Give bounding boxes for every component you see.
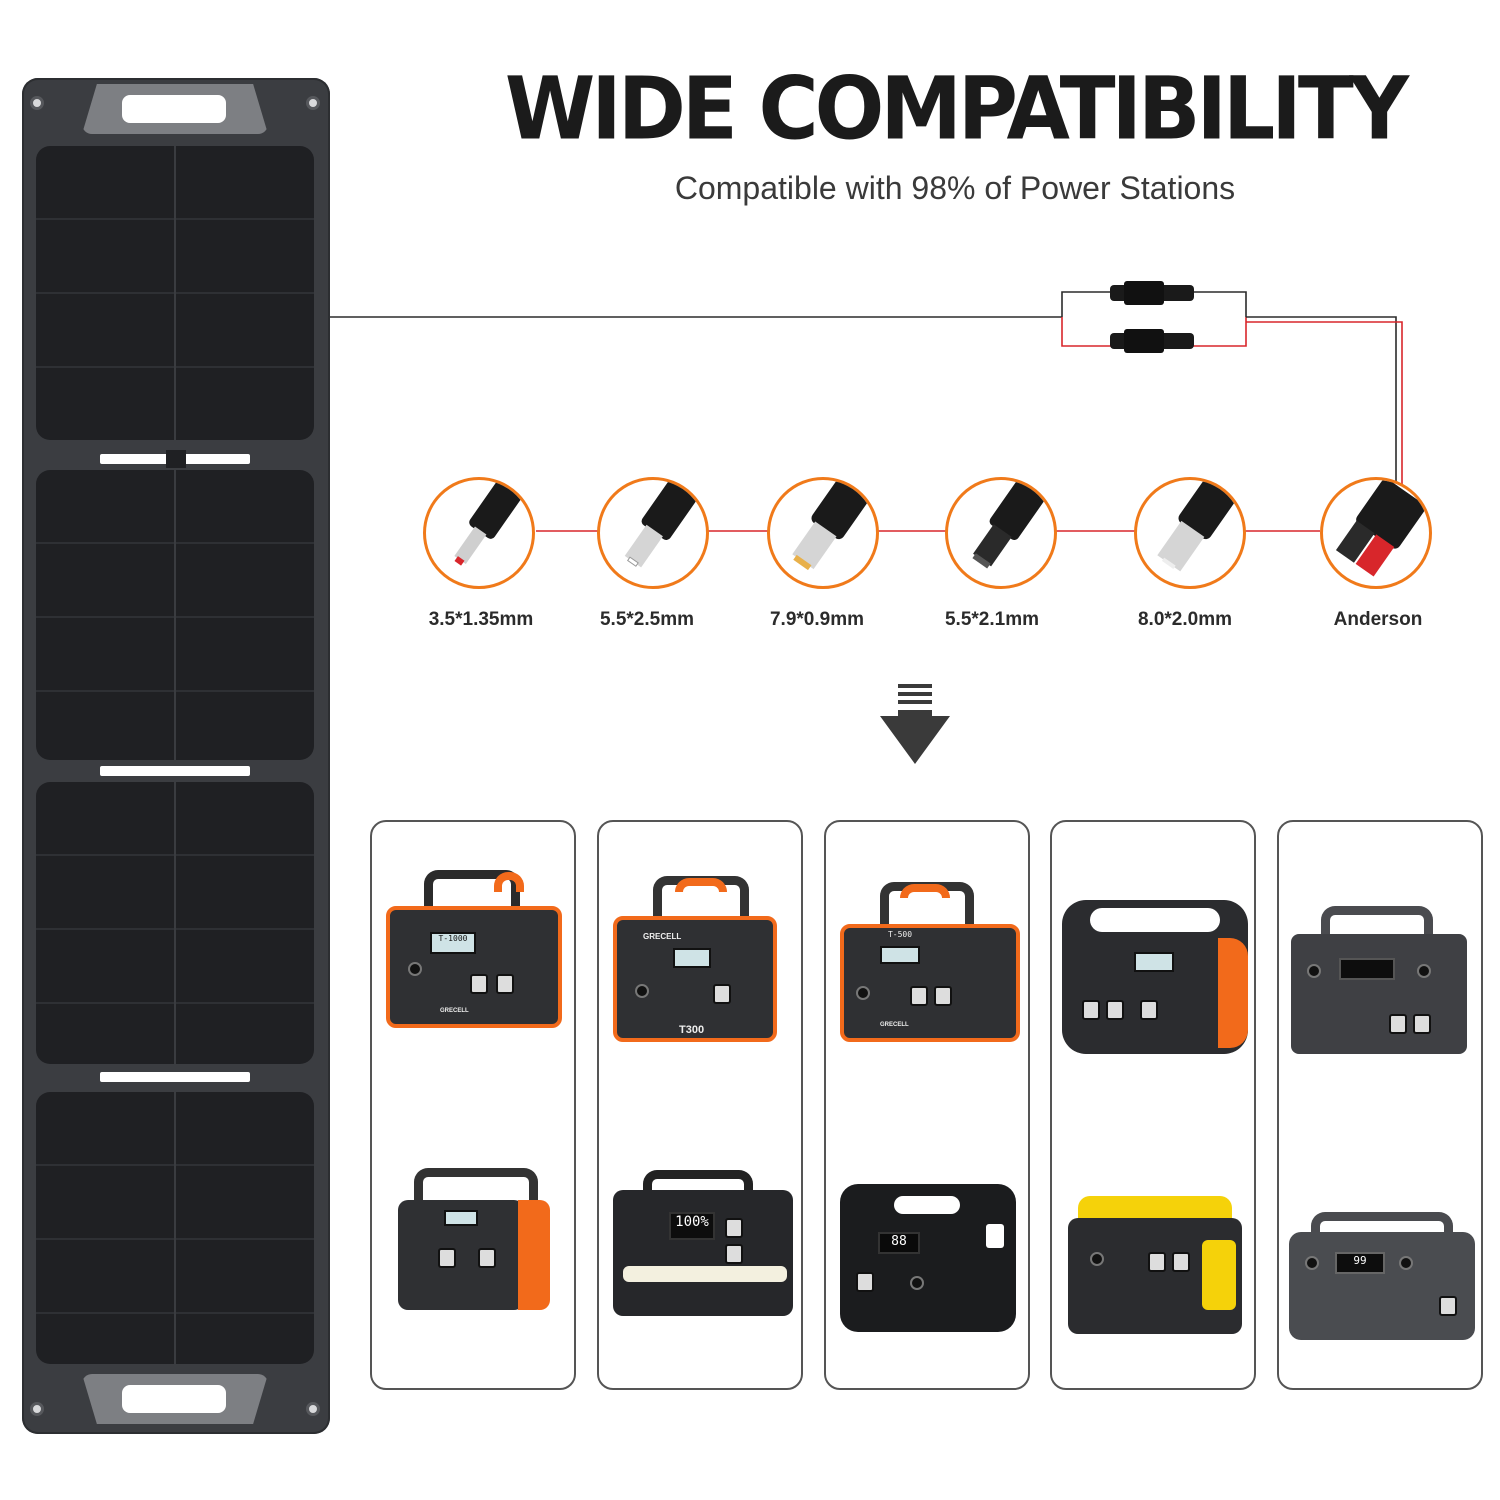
panel-top-handle bbox=[82, 84, 268, 134]
station-screen: 99 bbox=[1335, 1252, 1385, 1274]
station-model-label: T-500 bbox=[887, 930, 913, 939]
power-station-yellow bbox=[1068, 1196, 1242, 1336]
station-screen: 100% bbox=[669, 1212, 715, 1240]
power-station-99: 99 bbox=[1289, 1212, 1475, 1342]
station-model-label: T300 bbox=[679, 1024, 705, 1036]
solar-cell-block-3 bbox=[36, 782, 314, 1064]
fold-strip bbox=[100, 766, 250, 776]
dc-barrel-plug-icon bbox=[454, 480, 523, 566]
page-subtitle: Compatible with 98% of Power Stations bbox=[674, 170, 1236, 206]
connector-anderson bbox=[1320, 477, 1432, 589]
power-station-88: 88 bbox=[840, 1184, 1016, 1334]
connector-3.5x1.35 bbox=[423, 477, 535, 589]
power-station-orange-side bbox=[1062, 900, 1252, 1060]
solar-cell-block-2 bbox=[36, 470, 314, 760]
power-station-t500: T-500 GRECELL bbox=[840, 882, 1020, 1042]
dc-barrel-plug-icon bbox=[1157, 480, 1236, 572]
connector-label: 3.5*1.35mm bbox=[428, 609, 534, 630]
dc-barrel-plug-icon bbox=[972, 480, 1046, 569]
dc-barrel-plug-icon bbox=[624, 480, 698, 568]
station-brand: GRECELL bbox=[880, 1022, 909, 1028]
station-card-5: 99 bbox=[1277, 820, 1483, 1390]
power-station-t1000: T-1000 GRECELL bbox=[386, 870, 562, 1030]
power-station-100-percent: 100% bbox=[613, 1170, 793, 1318]
grommet-icon bbox=[306, 96, 320, 110]
page-title: WIDE COMPATIBILITY bbox=[504, 59, 1409, 160]
connector-label: 8.0*2.0mm bbox=[1137, 609, 1232, 630]
connector-8.0x2.0 bbox=[1134, 477, 1246, 589]
mc4-connector-icon bbox=[1110, 281, 1194, 353]
station-card-2: GRECELL T300 100% bbox=[597, 820, 803, 1390]
connector-label: 5.5*2.5mm bbox=[599, 609, 694, 630]
anderson-plug-icon bbox=[1335, 480, 1426, 577]
station-card-3: T-500 GRECELL 88 bbox=[824, 820, 1030, 1390]
power-station-orange-grey bbox=[398, 1168, 550, 1312]
fold-clasp bbox=[166, 450, 186, 468]
panel-bottom-handle bbox=[82, 1374, 268, 1424]
station-card-4 bbox=[1050, 820, 1256, 1390]
grommet-icon bbox=[30, 1402, 44, 1416]
solar-panel bbox=[22, 78, 330, 1434]
connector-label: Anderson bbox=[1333, 609, 1423, 630]
connector-7.9x0.9 bbox=[767, 477, 879, 589]
station-model-label: T-1000 bbox=[430, 932, 476, 954]
connector-5.5x2.5 bbox=[597, 477, 709, 589]
dc-barrel-plug-icon bbox=[792, 480, 869, 571]
station-screen: 88 bbox=[878, 1232, 920, 1254]
grommet-icon bbox=[306, 1402, 320, 1416]
station-card-1: T-1000 GRECELL bbox=[370, 820, 576, 1390]
power-station-t300: GRECELL T300 bbox=[613, 876, 789, 1046]
connector-label: 7.9*0.9mm bbox=[769, 609, 864, 630]
down-arrow-icon bbox=[880, 710, 950, 764]
station-brand: GRECELL bbox=[643, 932, 682, 941]
connector-5.5x2.1 bbox=[945, 477, 1057, 589]
solar-cell-block-4 bbox=[36, 1092, 314, 1364]
solar-cell-block-1 bbox=[36, 146, 314, 440]
connector-label: 5.5*2.1mm bbox=[944, 609, 1039, 630]
grommet-icon bbox=[30, 96, 44, 110]
power-station-grey bbox=[1291, 906, 1471, 1056]
fold-strip bbox=[100, 1072, 250, 1082]
station-brand: GRECELL bbox=[440, 1008, 469, 1014]
